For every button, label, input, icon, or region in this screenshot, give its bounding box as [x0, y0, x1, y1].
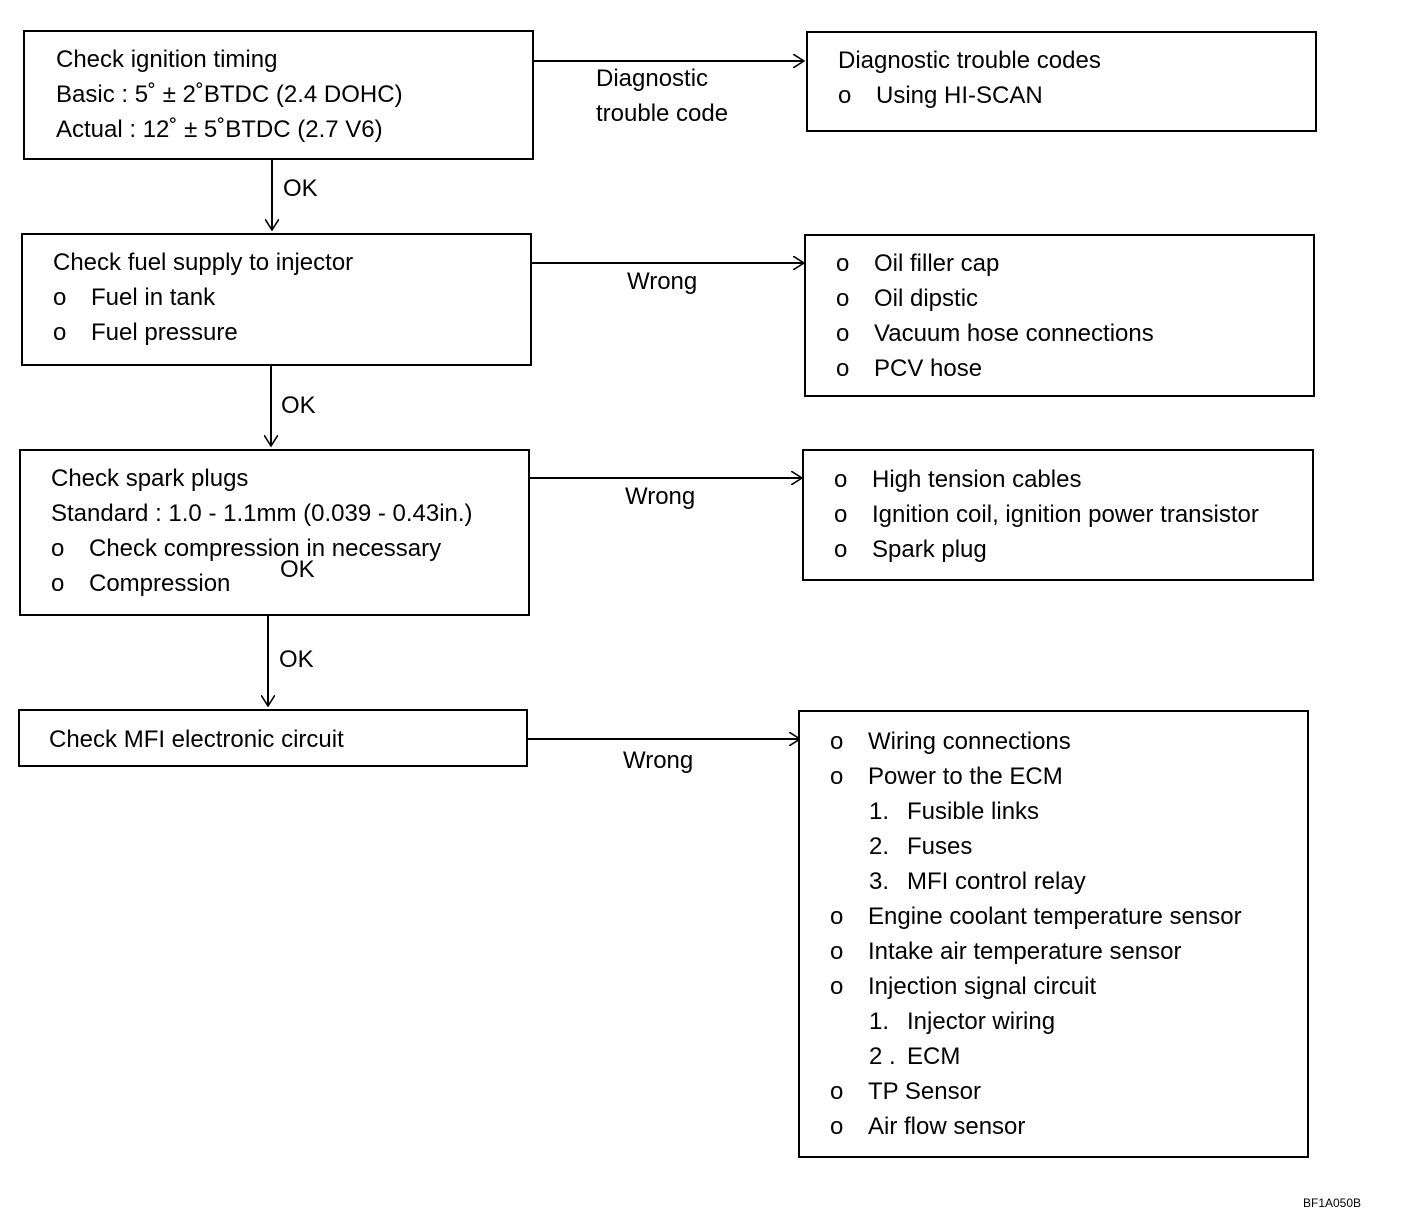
ok-label-3: OK [279, 646, 314, 673]
box4-title: Check MFI electronic circuit [49, 726, 344, 753]
ignition-timing-box: Check ignition timing Basic : 5˚ ± 2˚BTD… [23, 30, 534, 160]
box2-title: Check fuel supply to injector [53, 249, 354, 276]
wrong-label-1: Wrong [627, 268, 698, 295]
box3-title: Check spark plugs [51, 465, 249, 492]
power-sub-3: 3.MFI control relay [869, 868, 1086, 895]
dtc-label-2: trouble code [596, 100, 729, 127]
injection-sub-2: 2 .ECM [869, 1043, 961, 1070]
injection-sub-1: 1.Injector wiring [869, 1008, 1056, 1035]
wrong-label-2: Wrong [625, 483, 696, 510]
dtc-title: Diagnostic trouble codes [838, 47, 1101, 74]
box1-line-2: Basic : 5˚ ± 2˚BTDC (2.4 DOHC) [56, 81, 403, 108]
wrong-label-3: Wrong [623, 747, 694, 774]
figure-code: BF1A050B [1303, 1196, 1362, 1210]
dtc-label-1: Diagnostic [596, 65, 709, 92]
power-sub-1: 1.Fusible links [869, 798, 1040, 825]
box1-line-1: Check ignition timing [56, 46, 278, 73]
box3-standard: Standard : 1.0 - 1.1mm (0.039 - 0.43in.) [51, 500, 473, 527]
mfi-circuit-box: Check MFI electronic circuit [18, 709, 528, 767]
ok-label-2: OK [281, 392, 316, 419]
ok-label-1: OK [283, 175, 318, 202]
power-sub-2: 2.Fuses [869, 833, 973, 860]
box1-line-3: Actual : 12˚ ± 5˚BTDC (2.7 V6) [56, 116, 383, 143]
spark-plugs-box: Check spark plugs Standard : 1.0 - 1.1mm… [19, 449, 530, 616]
ok-label-overlap: OK [280, 556, 315, 583]
